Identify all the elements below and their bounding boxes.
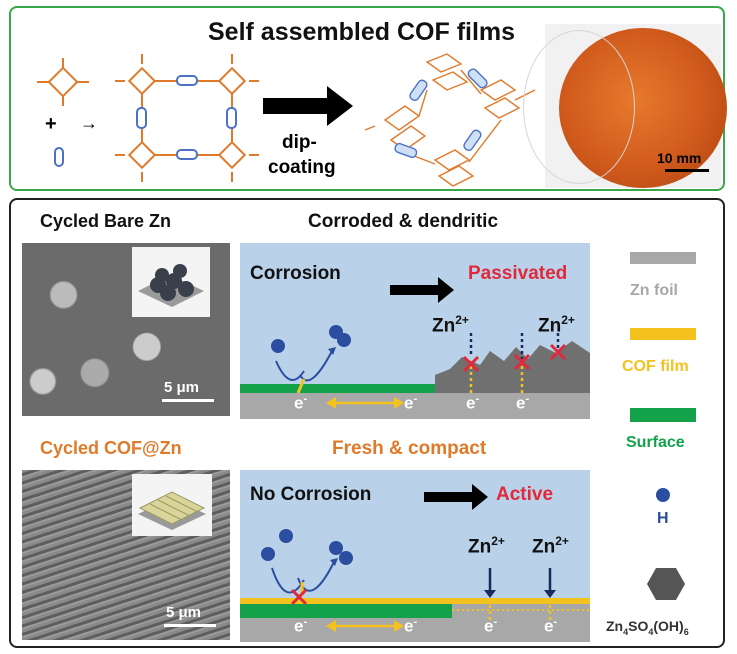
cof-lattice-icon bbox=[115, 54, 259, 182]
electron-label-4: e- bbox=[516, 393, 530, 413]
bare-zn-heading: Cycled Bare Zn bbox=[40, 211, 172, 231]
legend-cof-film-swatch bbox=[630, 328, 696, 340]
electron-label-2: e- bbox=[404, 393, 418, 413]
blocked-cross-icons bbox=[462, 343, 567, 373]
dendrite-inset-icon bbox=[132, 247, 210, 317]
bare-zn-sem-image: 5 μm bbox=[22, 243, 230, 416]
bare-zn-scheme: Corrosion Passivated Zn2+ Zn2+ e- e- e- … bbox=[240, 243, 590, 419]
legend-surface-label: Surface bbox=[626, 434, 685, 451]
corrosion-label: Corrosion bbox=[250, 263, 341, 284]
film-photo: 10 mm bbox=[523, 24, 727, 188]
hydrogen-spheres bbox=[261, 529, 353, 565]
panel-title: Self assembled COF films bbox=[208, 18, 516, 46]
bare-scale-label: 5 μm bbox=[164, 379, 200, 396]
zn-foil-layer bbox=[240, 618, 590, 642]
cof-scale-label: 5 μm bbox=[166, 604, 202, 621]
hydrogen-spheres bbox=[271, 325, 351, 353]
zn-ion-label-1: Zn2+ bbox=[432, 313, 469, 337]
active-label: Active bbox=[496, 484, 554, 505]
cof-zn-state: Fresh & compact bbox=[332, 438, 487, 459]
electron-label-3: e- bbox=[484, 616, 498, 636]
cof-scale-bar bbox=[164, 624, 216, 627]
zn-ion-label-2: Zn2+ bbox=[538, 313, 575, 337]
process-label-line1: dip- bbox=[282, 132, 317, 153]
bare-zn-state: Corroded & dendritic bbox=[308, 211, 499, 232]
legend-hydrogen-label: H bbox=[657, 510, 669, 527]
electron-label-2: e- bbox=[404, 616, 418, 636]
tetra-monomer-icon bbox=[37, 58, 89, 106]
photo-scale-bar bbox=[665, 169, 709, 172]
legend-product-label: Zn4SO4(OH)6 bbox=[606, 618, 689, 637]
process-arrow-icon bbox=[263, 86, 353, 126]
legend-surface-swatch bbox=[630, 408, 696, 422]
cof-zn-sem-image: 5 μm bbox=[22, 470, 230, 640]
process-label-line2: coating bbox=[268, 157, 336, 178]
surface-layer bbox=[240, 384, 435, 393]
no-corrosion-label: No Corrosion bbox=[250, 484, 372, 505]
electron-label-3: e- bbox=[466, 393, 480, 413]
cof-film-layer bbox=[240, 598, 590, 604]
electron-label-4: e- bbox=[544, 616, 558, 636]
legend-zn-foil-label: Zn foil bbox=[630, 282, 678, 299]
cof-arrow-icon bbox=[424, 484, 488, 510]
legend-hydrogen-icon bbox=[656, 488, 670, 502]
linker-monomer-icon bbox=[54, 147, 64, 167]
electron-label-1: e- bbox=[294, 616, 308, 636]
electron-label-1: e- bbox=[294, 393, 308, 413]
passivated-label: Passivated bbox=[468, 263, 568, 284]
compact-inset-icon bbox=[132, 474, 212, 536]
zn-foil-layer bbox=[240, 393, 590, 419]
small-arrow: → bbox=[80, 113, 98, 133]
legend-cof-film-label: COF film bbox=[622, 358, 689, 375]
passivation-layer bbox=[435, 341, 590, 393]
zn-ion-label-1: Zn2+ bbox=[468, 534, 505, 558]
plus-sign: + bbox=[45, 113, 57, 135]
zn-ion-label-2: Zn2+ bbox=[532, 534, 569, 558]
cof-zn-scheme: No Corrosion Active Zn2+ Zn2+ e- e- e- e… bbox=[240, 470, 590, 642]
synthesis-scheme bbox=[37, 53, 536, 187]
bare-scale-bar bbox=[162, 399, 214, 402]
photo-scale-label: 10 mm bbox=[657, 150, 702, 166]
surface-layer bbox=[240, 604, 452, 618]
cof-zn-heading: Cycled COF@Zn bbox=[40, 438, 182, 458]
bare-arrow-icon bbox=[390, 277, 454, 303]
legend-zn-foil-swatch bbox=[630, 252, 696, 264]
cof-film-3d-icon bbox=[364, 53, 536, 187]
legend-hexagon-icon bbox=[647, 568, 685, 600]
